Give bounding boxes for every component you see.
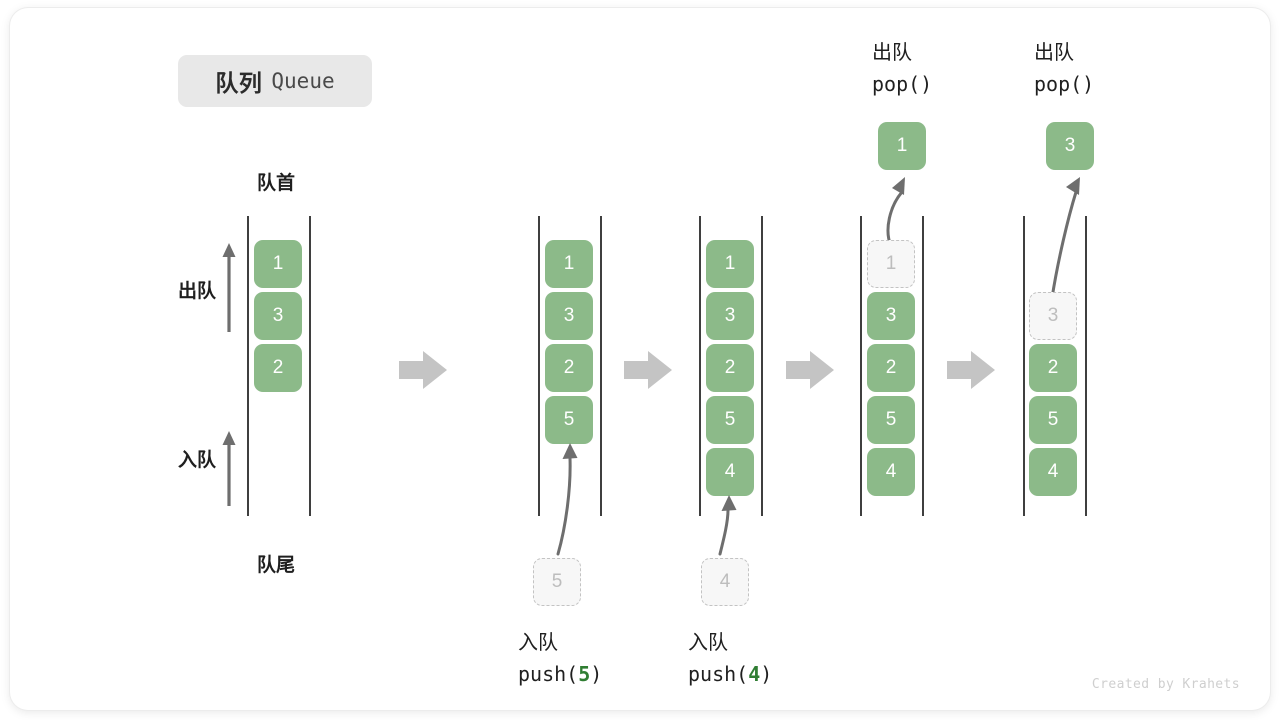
queue-cell: 4 <box>867 448 915 496</box>
credit-text: Created by Krahets <box>1091 677 1240 692</box>
rail-left-stage-2 <box>538 216 540 516</box>
op-label-cn: 入队 <box>518 632 558 654</box>
queue-cell-ghost: 1 <box>867 240 915 288</box>
side-label-push: 入队 <box>177 450 216 471</box>
op-label-code: pop() <box>872 69 932 100</box>
queue-cell: 4 <box>1029 448 1077 496</box>
push-arrow-stage-2 <box>556 443 578 556</box>
queue-cell: 5 <box>1029 396 1077 444</box>
popped-cell: 3 <box>1046 122 1094 170</box>
rail-right-stage-5 <box>1085 216 1087 516</box>
pop-arrow-stage-5 <box>1050 177 1080 300</box>
side-label-pop: 出队 <box>177 281 216 302</box>
queue-cell: 2 <box>1029 344 1077 392</box>
op-fn: push( <box>518 662 579 686</box>
op-label-cn: 出队 <box>872 42 912 64</box>
queue-cell: 2 <box>254 344 302 392</box>
rail-left-stage-5 <box>1023 216 1025 516</box>
queue-head-caption: 队首 <box>256 173 295 194</box>
op-close: ) <box>1082 72 1095 96</box>
op-close: ) <box>920 72 933 96</box>
queue-tail-caption: 队尾 <box>256 555 295 576</box>
rail-right-stage-4 <box>922 216 924 516</box>
step-arrow-4 <box>947 351 995 389</box>
op-label-cn: 入队 <box>688 632 728 654</box>
rail-left-stage-3 <box>699 216 701 516</box>
op-arg: 5 <box>578 662 591 686</box>
queue-cell: 3 <box>867 292 915 340</box>
queue-cell: 5 <box>706 396 754 444</box>
op-label-stage-2: 入队 push(5) <box>518 628 602 690</box>
rail-right-stage-3 <box>761 216 763 516</box>
incoming-ghost-cell: 4 <box>701 558 749 606</box>
enqueue-direction-arrow <box>222 431 236 506</box>
queue-cell: 5 <box>867 396 915 444</box>
queue-cell: 1 <box>254 240 302 288</box>
op-fn: pop( <box>872 72 921 96</box>
op-fn: push( <box>688 662 749 686</box>
pop-arrow-stage-4 <box>886 177 905 248</box>
op-label-stage-3: 入队 push(4) <box>688 628 772 690</box>
op-label-stage-5: 出队 pop() <box>1034 38 1094 100</box>
title-en: Queue <box>271 69 335 93</box>
queue-cell: 2 <box>545 344 593 392</box>
step-arrow-2 <box>624 351 672 389</box>
queue-cell: 3 <box>254 292 302 340</box>
push-arrow-stage-3 <box>718 495 737 556</box>
title-cn: 队列 <box>215 70 263 96</box>
step-arrow-1 <box>399 351 447 389</box>
incoming-ghost-cell: 5 <box>533 558 581 606</box>
op-label-code: pop() <box>1034 69 1094 100</box>
queue-cell: 2 <box>706 344 754 392</box>
rail-right-stage-1 <box>309 216 311 516</box>
popped-cell: 1 <box>878 122 926 170</box>
op-close: ) <box>760 662 773 686</box>
queue-cell: 1 <box>706 240 754 288</box>
queue-cell: 3 <box>545 292 593 340</box>
step-arrow-3 <box>786 351 834 389</box>
op-label-code: push(5) <box>518 659 602 690</box>
op-close: ) <box>590 662 603 686</box>
op-fn: pop( <box>1034 72 1083 96</box>
rail-left-stage-4 <box>860 216 862 516</box>
queue-cell: 5 <box>545 396 593 444</box>
queue-cell: 1 <box>545 240 593 288</box>
dequeue-direction-arrow <box>222 243 236 332</box>
title-badge: 队列 Queue <box>178 55 372 107</box>
rail-left-stage-1 <box>247 216 249 516</box>
diagram-card: 队列 Queue 队首 队尾 出队 入队 1 3 2 1 3 2 5 5 入队 … <box>10 8 1270 710</box>
op-label-cn: 出队 <box>1034 42 1074 64</box>
queue-cell: 3 <box>706 292 754 340</box>
rail-right-stage-2 <box>600 216 602 516</box>
op-arg: 4 <box>748 662 761 686</box>
queue-cell: 4 <box>706 448 754 496</box>
queue-cell-ghost: 3 <box>1029 292 1077 340</box>
op-label-stage-4: 出队 pop() <box>872 38 932 100</box>
op-label-code: push(4) <box>688 659 772 690</box>
queue-cell: 2 <box>867 344 915 392</box>
